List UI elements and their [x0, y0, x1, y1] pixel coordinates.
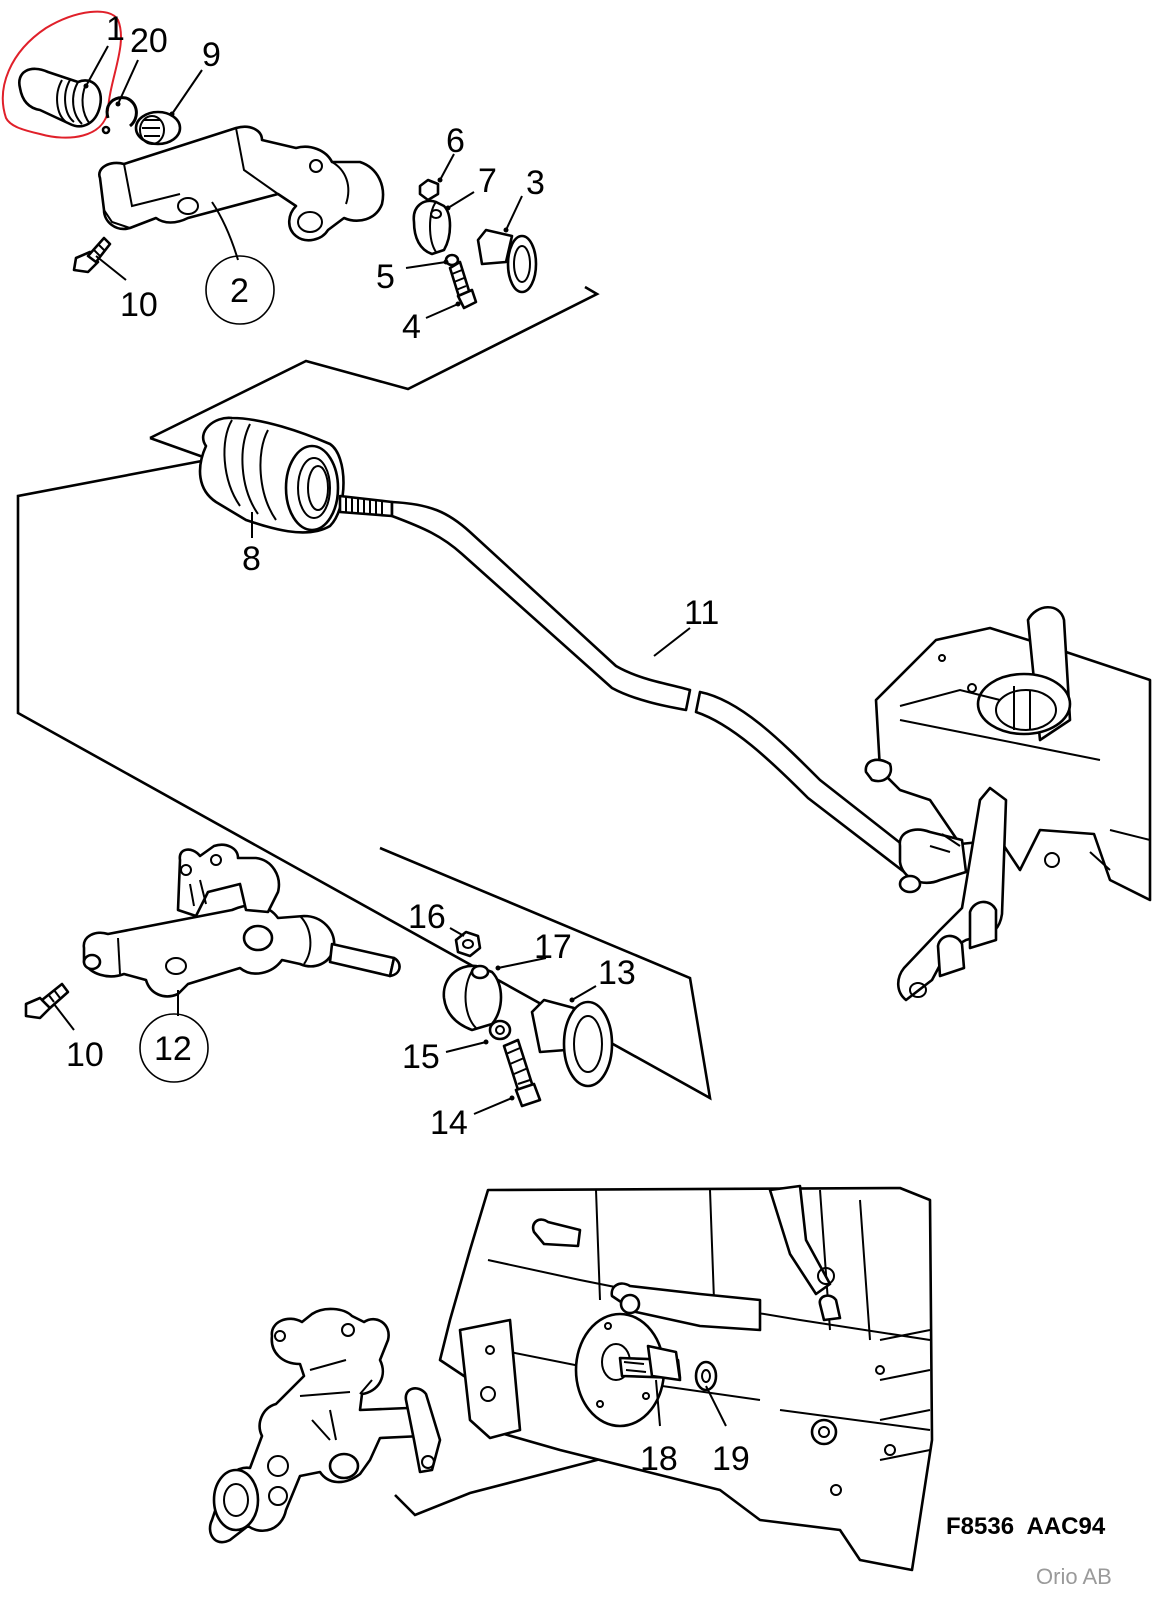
bolt-part-10-lower: [24, 982, 70, 1020]
shift-rod-part-11: [390, 500, 924, 880]
callout-16: 16: [408, 898, 446, 936]
washer-part-19: [694, 1360, 718, 1392]
callout-10-upper: 10: [120, 286, 158, 324]
gearbox-housing: [864, 605, 1152, 902]
callout-19: 19: [712, 1440, 750, 1478]
shaft-stub-lower: [328, 942, 401, 978]
callout-ring-2: [205, 255, 275, 325]
selector-lever-bracket: [896, 786, 1008, 1002]
callout-18: 18: [640, 1440, 678, 1478]
shift-lever-part-12: [82, 904, 336, 998]
callout-4: 4: [402, 308, 421, 346]
callout-2: 2: [230, 272, 249, 310]
callout-15: 15: [402, 1038, 440, 1076]
document-code: F8536 AAC94: [946, 1513, 1106, 1540]
callout-20: 20: [130, 22, 168, 60]
circlip-part-20: [101, 96, 138, 135]
washer-part-15: [488, 1019, 512, 1041]
callout-ring-12: [139, 1013, 209, 1083]
frame-to-rod-line: [149, 436, 207, 460]
bushing-part-18: [618, 1344, 682, 1382]
callout-12: 12: [154, 1030, 192, 1068]
callout-9: 9: [202, 36, 221, 74]
credit-text: Orio AB: [1036, 1564, 1112, 1589]
threaded-rod-end: [338, 494, 394, 518]
callout-11: 11: [684, 594, 719, 632]
clamp-part-7: [412, 199, 452, 256]
bush-part-3: [476, 228, 538, 294]
washer-part-9: [134, 110, 182, 146]
callout-7: 7: [478, 162, 497, 200]
callout-5: 5: [376, 258, 395, 296]
shift-lever-part-2: [98, 125, 385, 242]
leader-lines: [53, 45, 727, 1427]
bush-part-13: [530, 998, 614, 1088]
callout-8: 8: [242, 540, 261, 578]
callout-13: 13: [598, 954, 636, 992]
screw-part-14: [502, 1038, 542, 1108]
callout-14: 14: [430, 1104, 468, 1142]
clamp-part-17: [442, 964, 503, 1032]
main-connection-frame: [16, 458, 712, 1101]
bellows-part-8: [198, 416, 345, 534]
boot-part-1: [18, 67, 103, 128]
callout-1: 1: [106, 10, 125, 48]
callout-6: 6: [446, 122, 465, 160]
upper-connection-frame: [149, 285, 600, 440]
selector-linkage-upper: [176, 843, 281, 918]
highlight-circle: [1, 10, 122, 139]
nut-part-6: [418, 178, 440, 202]
callout-10-lower: 10: [66, 1036, 104, 1074]
bolt-part-10-upper: [72, 236, 112, 274]
screw-part-4: [448, 260, 478, 310]
gear-linkage-lower: [208, 1307, 442, 1544]
callout-3: 3: [526, 164, 545, 202]
nut-part-16: [454, 930, 482, 958]
engine-block: [438, 1184, 934, 1572]
callout-17: 17: [534, 928, 572, 966]
